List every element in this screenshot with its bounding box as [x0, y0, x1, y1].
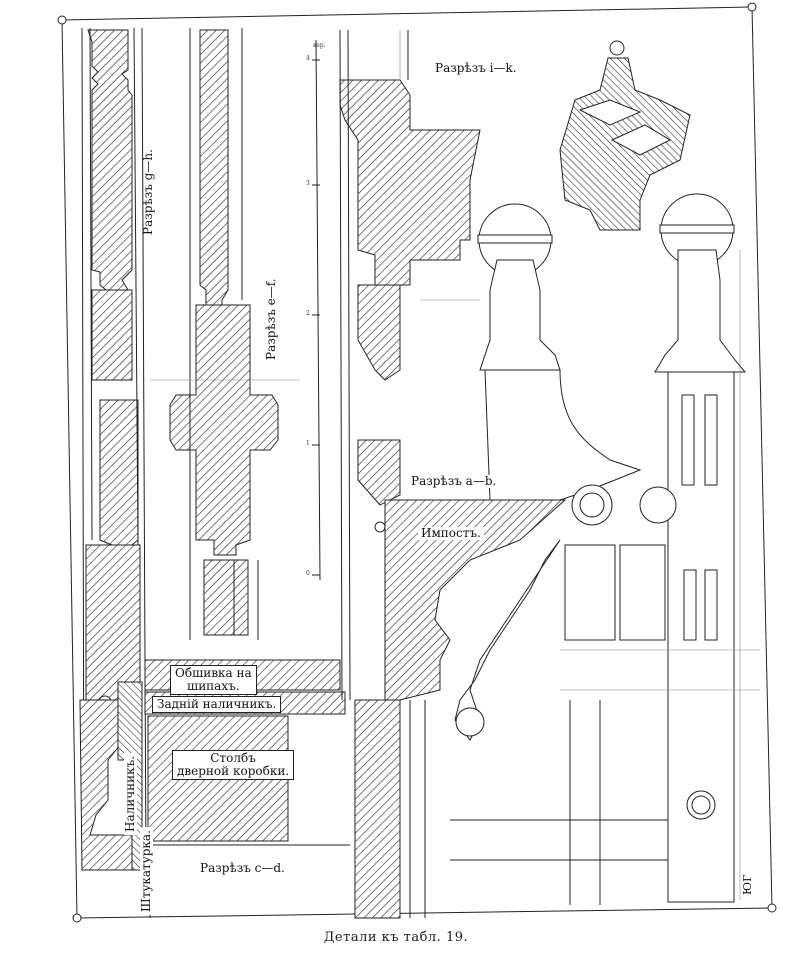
construction-lines: [150, 30, 760, 900]
measure-scale: [312, 39, 321, 581]
scale-tick-0: 0: [306, 570, 310, 577]
label-plaster: Штукатурка.: [139, 827, 154, 915]
section-ef-profile: [169, 28, 279, 640]
scale-unit: вер.: [313, 42, 326, 49]
isometric-joint-detail: [559, 40, 691, 231]
scale-tick-2: 2: [306, 310, 310, 317]
label-door-post: Столбъ дверной коробки.: [172, 750, 295, 781]
ornamental-bracket: [450, 539, 668, 905]
label-impost: Импостъ.: [418, 526, 484, 541]
section-gh-profile: [79, 27, 147, 871]
label-sheathing: Обшивка на шипахъ.: [170, 665, 257, 696]
scale-tick-3: 3: [306, 180, 310, 187]
label-section-ab: Разрѣзъ a—b.: [408, 474, 500, 489]
label-back-casing: Задній наличникъ.: [152, 696, 282, 714]
scale-tick-4: 4: [306, 55, 310, 62]
label-casing: Наличникъ.: [123, 752, 138, 835]
monogram-mark: ЮГ: [741, 874, 754, 895]
balustrade-post-left: [477, 203, 642, 526]
scale-tick-1: 1: [306, 440, 310, 447]
section-ik-profile: [339, 29, 567, 919]
figure-caption: Детали къ табл. 19.: [323, 930, 469, 945]
label-door-post-line1: Столбъ: [210, 751, 256, 765]
label-section-gh: Разрѣзъ g—h.: [141, 149, 155, 235]
balustrade-post-right: [639, 193, 747, 903]
label-sheathing-line2: шипахъ.: [187, 679, 240, 694]
label-door-post-line2: дверной коробки.: [177, 764, 290, 779]
label-sheathing-line1: Обшивка на: [175, 666, 252, 680]
label-section-cd: Разрѣзъ c—d.: [200, 861, 285, 875]
label-section-ik: Разрѣзъ i—k.: [432, 61, 520, 76]
label-section-ef: Разрѣзъ e—f.: [264, 278, 278, 360]
